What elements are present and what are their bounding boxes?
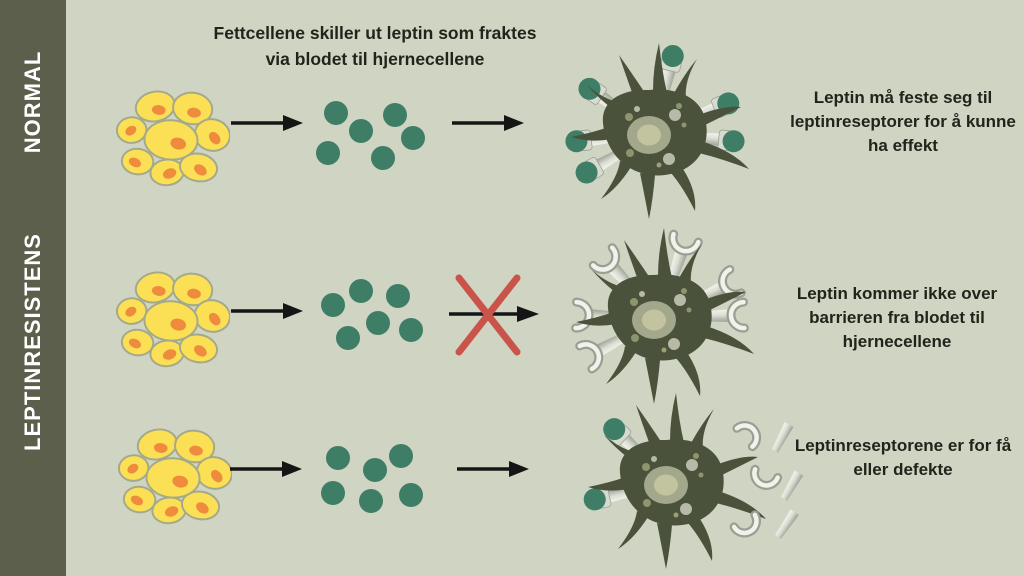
fat-cells-illustration: [117, 424, 232, 526]
caption-fat-cells-release-leptin: Fettcellene skiller ut leptin som frakte…: [213, 23, 537, 70]
sidebar: NORMAL LEPTINRESISTENS: [0, 0, 66, 576]
arrow-icon: [450, 113, 526, 133]
leptin-molecules-illustration: [316, 101, 425, 170]
blocked-arrow-icon: [449, 274, 539, 356]
fat-cells-illustration: [115, 86, 230, 188]
sidebar-label-normal: NORMAL: [20, 50, 45, 154]
leptin-molecules-illustration: [321, 444, 423, 513]
sidebar-label-leptinresistens: LEPTINRESISTENS: [20, 233, 45, 451]
arrow-icon: [229, 301, 305, 321]
arrow-icon: [228, 459, 304, 479]
arrow-icon: [229, 113, 305, 133]
fat-cells-illustration: [115, 267, 230, 369]
leptin-molecules-illustration: [321, 279, 423, 350]
annotation-barrier: Leptin kommer ikke over barrieren fra bl…: [796, 284, 998, 352]
brain-cell-bound-receptors-illustration: [550, 38, 770, 233]
arrow-icon: [455, 459, 531, 479]
annotation-receptors: Leptinreseptorene er for få eller defekt…: [794, 436, 1012, 480]
annotation-normal: Leptin må feste seg til leptinreseptorer…: [790, 88, 1016, 156]
